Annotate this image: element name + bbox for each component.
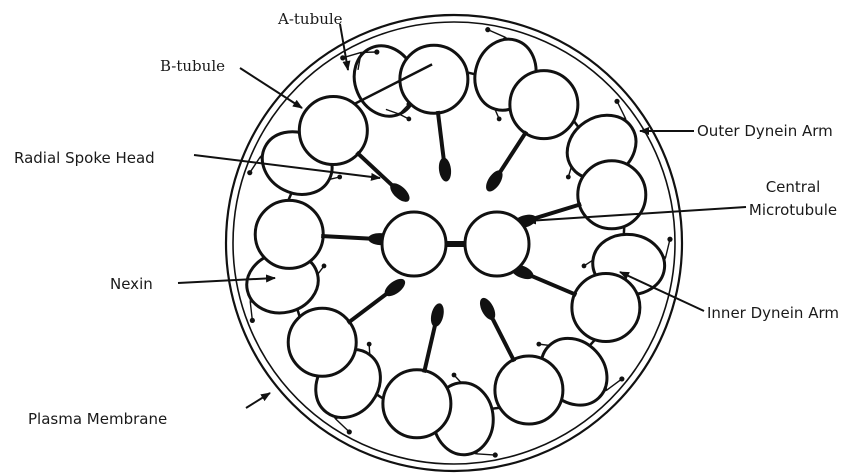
radial-spoke-head — [438, 157, 453, 182]
outer-dynein-arm-dot — [485, 27, 490, 32]
central-microtubule-label-line2: Microtubule — [749, 201, 837, 219]
radial-spoke — [321, 236, 372, 239]
central-microtubule-right — [465, 212, 529, 276]
radial-spoke — [357, 152, 394, 187]
radial-spoke-head — [429, 302, 446, 328]
b-tubule-pointer — [240, 68, 302, 108]
inner-dynein-arm-dot — [406, 102, 411, 107]
outer-dynein-arm-dot — [493, 452, 498, 457]
inner-dynein-arm-dot — [406, 117, 411, 122]
outer-dynein-arm-dot — [614, 99, 619, 104]
central-microtubules — [382, 212, 529, 276]
a-tubule — [255, 200, 323, 268]
radial-spoke — [491, 316, 514, 361]
inner-dynein-arm-dot — [322, 264, 327, 269]
a-tubule — [383, 370, 451, 438]
a-tubule-pointer — [340, 24, 348, 70]
radial-spoke-head-label: Radial Spoke Head — [14, 149, 155, 167]
outer-dynein-arm-dot — [347, 429, 352, 434]
inner-dynein-arm-dot — [497, 117, 502, 122]
b-tubule-label: B-tubule — [160, 57, 225, 75]
radial-spoke — [529, 275, 576, 295]
a-tubule — [572, 273, 640, 341]
inner-dynein-arm-dot — [337, 175, 342, 180]
radial-spoke — [424, 323, 435, 373]
a-tubule-label: A-tubule — [277, 10, 343, 28]
radial-spoke — [348, 292, 389, 323]
inner-dynein-arm-dot — [566, 175, 571, 180]
nexin-label: Nexin — [110, 275, 153, 293]
inner-dynein-arm-dot — [536, 342, 541, 347]
central-microtubule-left — [382, 212, 446, 276]
inner-dynein-arm-dot — [367, 342, 372, 347]
central-microtubule-label-line1: Central — [766, 178, 821, 196]
outer-dynein-arm-label: Outer Dynein Arm — [697, 122, 833, 140]
radial-spoke-head — [477, 296, 499, 323]
inner-dynein-arm-dot — [582, 264, 587, 269]
radial-spoke — [438, 111, 444, 162]
outer-dynein-arm-dot — [667, 237, 672, 242]
outer-dynein-arm-dot — [247, 170, 252, 175]
outer-dynein-arm-dot — [374, 49, 379, 54]
a-tubule — [578, 161, 646, 229]
outer-dynein-arm-dot — [619, 376, 624, 381]
a-tubule — [288, 308, 356, 376]
radial-spoke — [532, 204, 581, 219]
outer-dynein-arm-dot — [250, 318, 255, 323]
inner-dynein-arm-dot — [452, 373, 457, 378]
plasma-membrane-pointer — [246, 393, 270, 408]
a-tubule — [510, 71, 578, 139]
radial-spoke — [499, 131, 527, 174]
plasma-membrane-label: Plasma Membrane — [28, 410, 167, 428]
a-tubule — [495, 356, 563, 424]
inner-dynein-arm-label: Inner Dynein Arm — [707, 304, 839, 322]
